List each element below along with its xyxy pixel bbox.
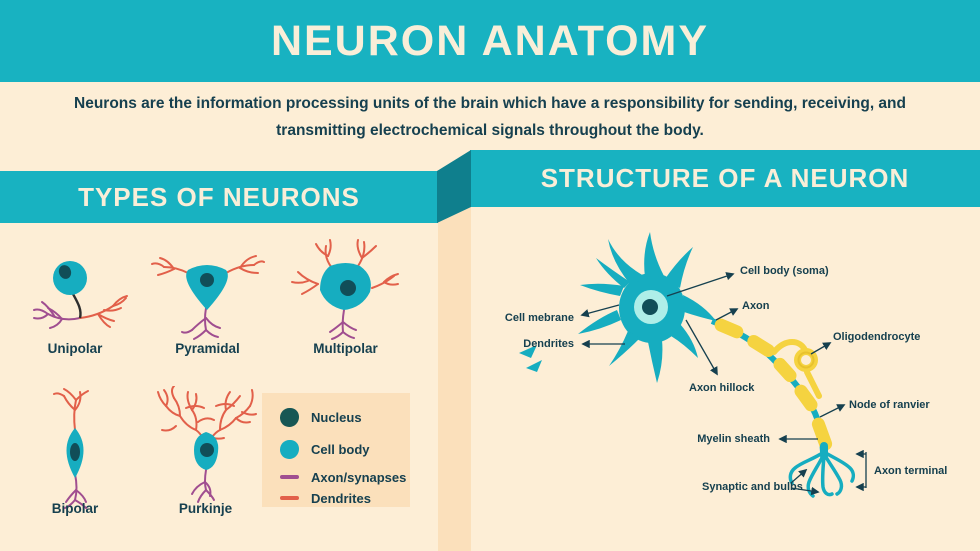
multipolar-axon-branches <box>329 309 357 340</box>
bipolar-label: Bipolar <box>51 501 99 516</box>
legend-label: Axon/synapses <box>311 469 407 485</box>
node-of-ranvier-label: Node of ranvier <box>849 399 930 411</box>
axon-hillock-arrow <box>685 319 718 376</box>
unipolar-axon-branches <box>33 301 81 329</box>
oligodendrocyte-figure <box>771 339 822 399</box>
axon-swatch-icon <box>280 475 299 479</box>
bipolar-nucleus <box>70 443 80 461</box>
axon-label: Axon <box>742 300 770 312</box>
types-title: TYPES OF NEURONS <box>78 181 360 212</box>
page-title: NEURON ANATOMY <box>270 16 710 65</box>
structure-banner: STRUCTURE OF A NEURON <box>470 150 980 207</box>
legend-item-cell-body: Cell body <box>280 438 410 460</box>
pyramidal-nucleus <box>200 273 214 287</box>
legend-label: Dendrites <box>311 490 371 506</box>
unipolar-label: Unipolar <box>47 341 103 356</box>
types-banner: TYPES OF NEURONS <box>0 171 438 223</box>
header-banner: NEURON ANATOMY <box>0 0 980 82</box>
nucleus-swatch-icon <box>280 407 299 427</box>
axon-arrow <box>715 308 739 321</box>
legend-item-nucleus: Nucleus <box>280 406 410 428</box>
unipolar-neuron-figure <box>33 261 128 329</box>
multipolar-neuron-figure <box>291 239 399 340</box>
divider-band <box>438 207 471 551</box>
cell-body-arrow <box>666 272 735 297</box>
purkinje-label: Purkinje <box>178 501 233 516</box>
purkinje-neuron-figure <box>157 386 257 503</box>
cell-body-soma-label: Cell body (soma) <box>740 265 829 277</box>
unipolar-stem <box>71 293 82 319</box>
legend-item-dendrites: Dendrites <box>280 490 410 506</box>
myelin-sheath-label: Myelin sheath <box>697 433 770 445</box>
pyramidal-neuron-figure <box>151 255 265 340</box>
pyramidal-axon-branches <box>181 307 221 340</box>
axon-hillock-label: Axon hillock <box>689 382 755 394</box>
dendrites-swatch-icon <box>280 496 299 500</box>
intro-section: Neurons are the information processing u… <box>50 88 930 148</box>
unipolar-cell-body <box>53 261 87 295</box>
legend-label: Cell body <box>311 441 370 457</box>
structure-title: STRUCTURE OF A NEURON <box>540 163 910 193</box>
pyramidal-cell-body <box>186 265 228 310</box>
intro-text: Neurons are the information processing u… <box>74 95 906 139</box>
oligodendrocyte-label: Oligodendrocyte <box>833 331 921 343</box>
multipolar-nucleus <box>340 280 356 296</box>
pyramidal-dendrites <box>151 255 265 276</box>
multipolar-label: Multipolar <box>313 341 378 356</box>
synaptic-and-bulbs-label: Synaptic and bulbs <box>702 481 803 493</box>
unipolar-nucleus <box>58 265 72 279</box>
bipolar-dendrites <box>53 388 89 431</box>
soma <box>519 232 716 383</box>
purkinje-axon-branches <box>191 469 215 503</box>
cell-mebrane-label: Cell mebrane <box>504 312 574 324</box>
dendrites-label: Dendrites <box>523 338 574 350</box>
unipolar-dendrites <box>79 295 128 328</box>
legend-item-axon-synapses: Axon/synapses <box>280 469 410 485</box>
soma-nucleus <box>642 299 658 315</box>
pyramidal-label: Pyramidal <box>175 341 240 356</box>
soma-nucleus-halo <box>634 290 668 324</box>
bipolar-neuron-figure <box>53 388 89 509</box>
oligodendrocyte-arrow <box>810 342 832 355</box>
purkinje-nucleus <box>200 443 214 457</box>
cell-body-swatch-icon <box>280 439 299 459</box>
dendrite-fragment <box>526 360 542 372</box>
legend-box: Nucleus Cell body Axon/synapses Dendrite… <box>262 393 410 507</box>
node-of-ranvier-arrow <box>819 404 846 418</box>
cell-mebrane-arrow <box>580 304 620 318</box>
axon-terminal-label: Axon terminal <box>874 465 948 477</box>
legend-label: Nucleus <box>311 409 362 425</box>
